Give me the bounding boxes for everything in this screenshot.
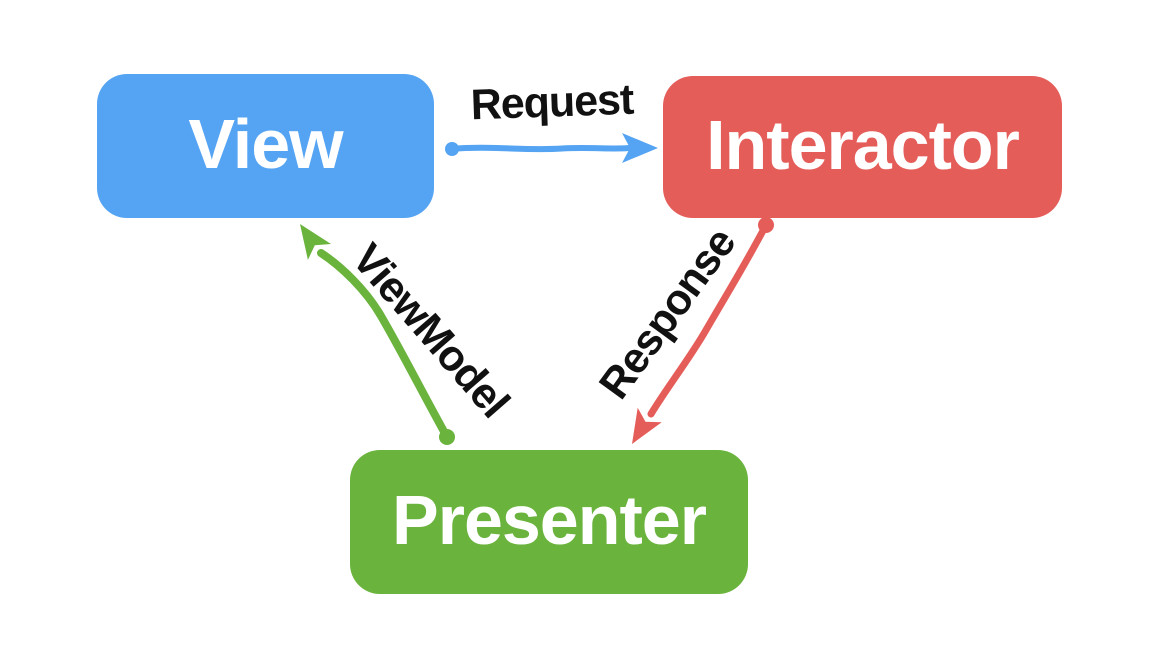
view-node-label: View (188, 105, 343, 183)
viewmodel-arrow-shaft (317, 249, 451, 441)
request-arrow-label: Request (469, 75, 635, 130)
viewmodel-arrow (300, 224, 455, 445)
response-arrow (632, 217, 774, 444)
request-arrowhead (622, 133, 658, 163)
request-arrow (445, 133, 658, 163)
view-node: View (97, 74, 434, 218)
interactor-node: Interactor (663, 76, 1062, 218)
request-arrow-shaft (449, 144, 632, 153)
response-arrowhead (632, 407, 662, 444)
interactor-node-label: Interactor (706, 106, 1020, 184)
response-arrow-shaft (647, 221, 770, 418)
viewmodel-arrowhead (300, 224, 331, 260)
presenter-node: Presenter (350, 450, 748, 594)
presenter-node-label: Presenter (392, 481, 707, 559)
